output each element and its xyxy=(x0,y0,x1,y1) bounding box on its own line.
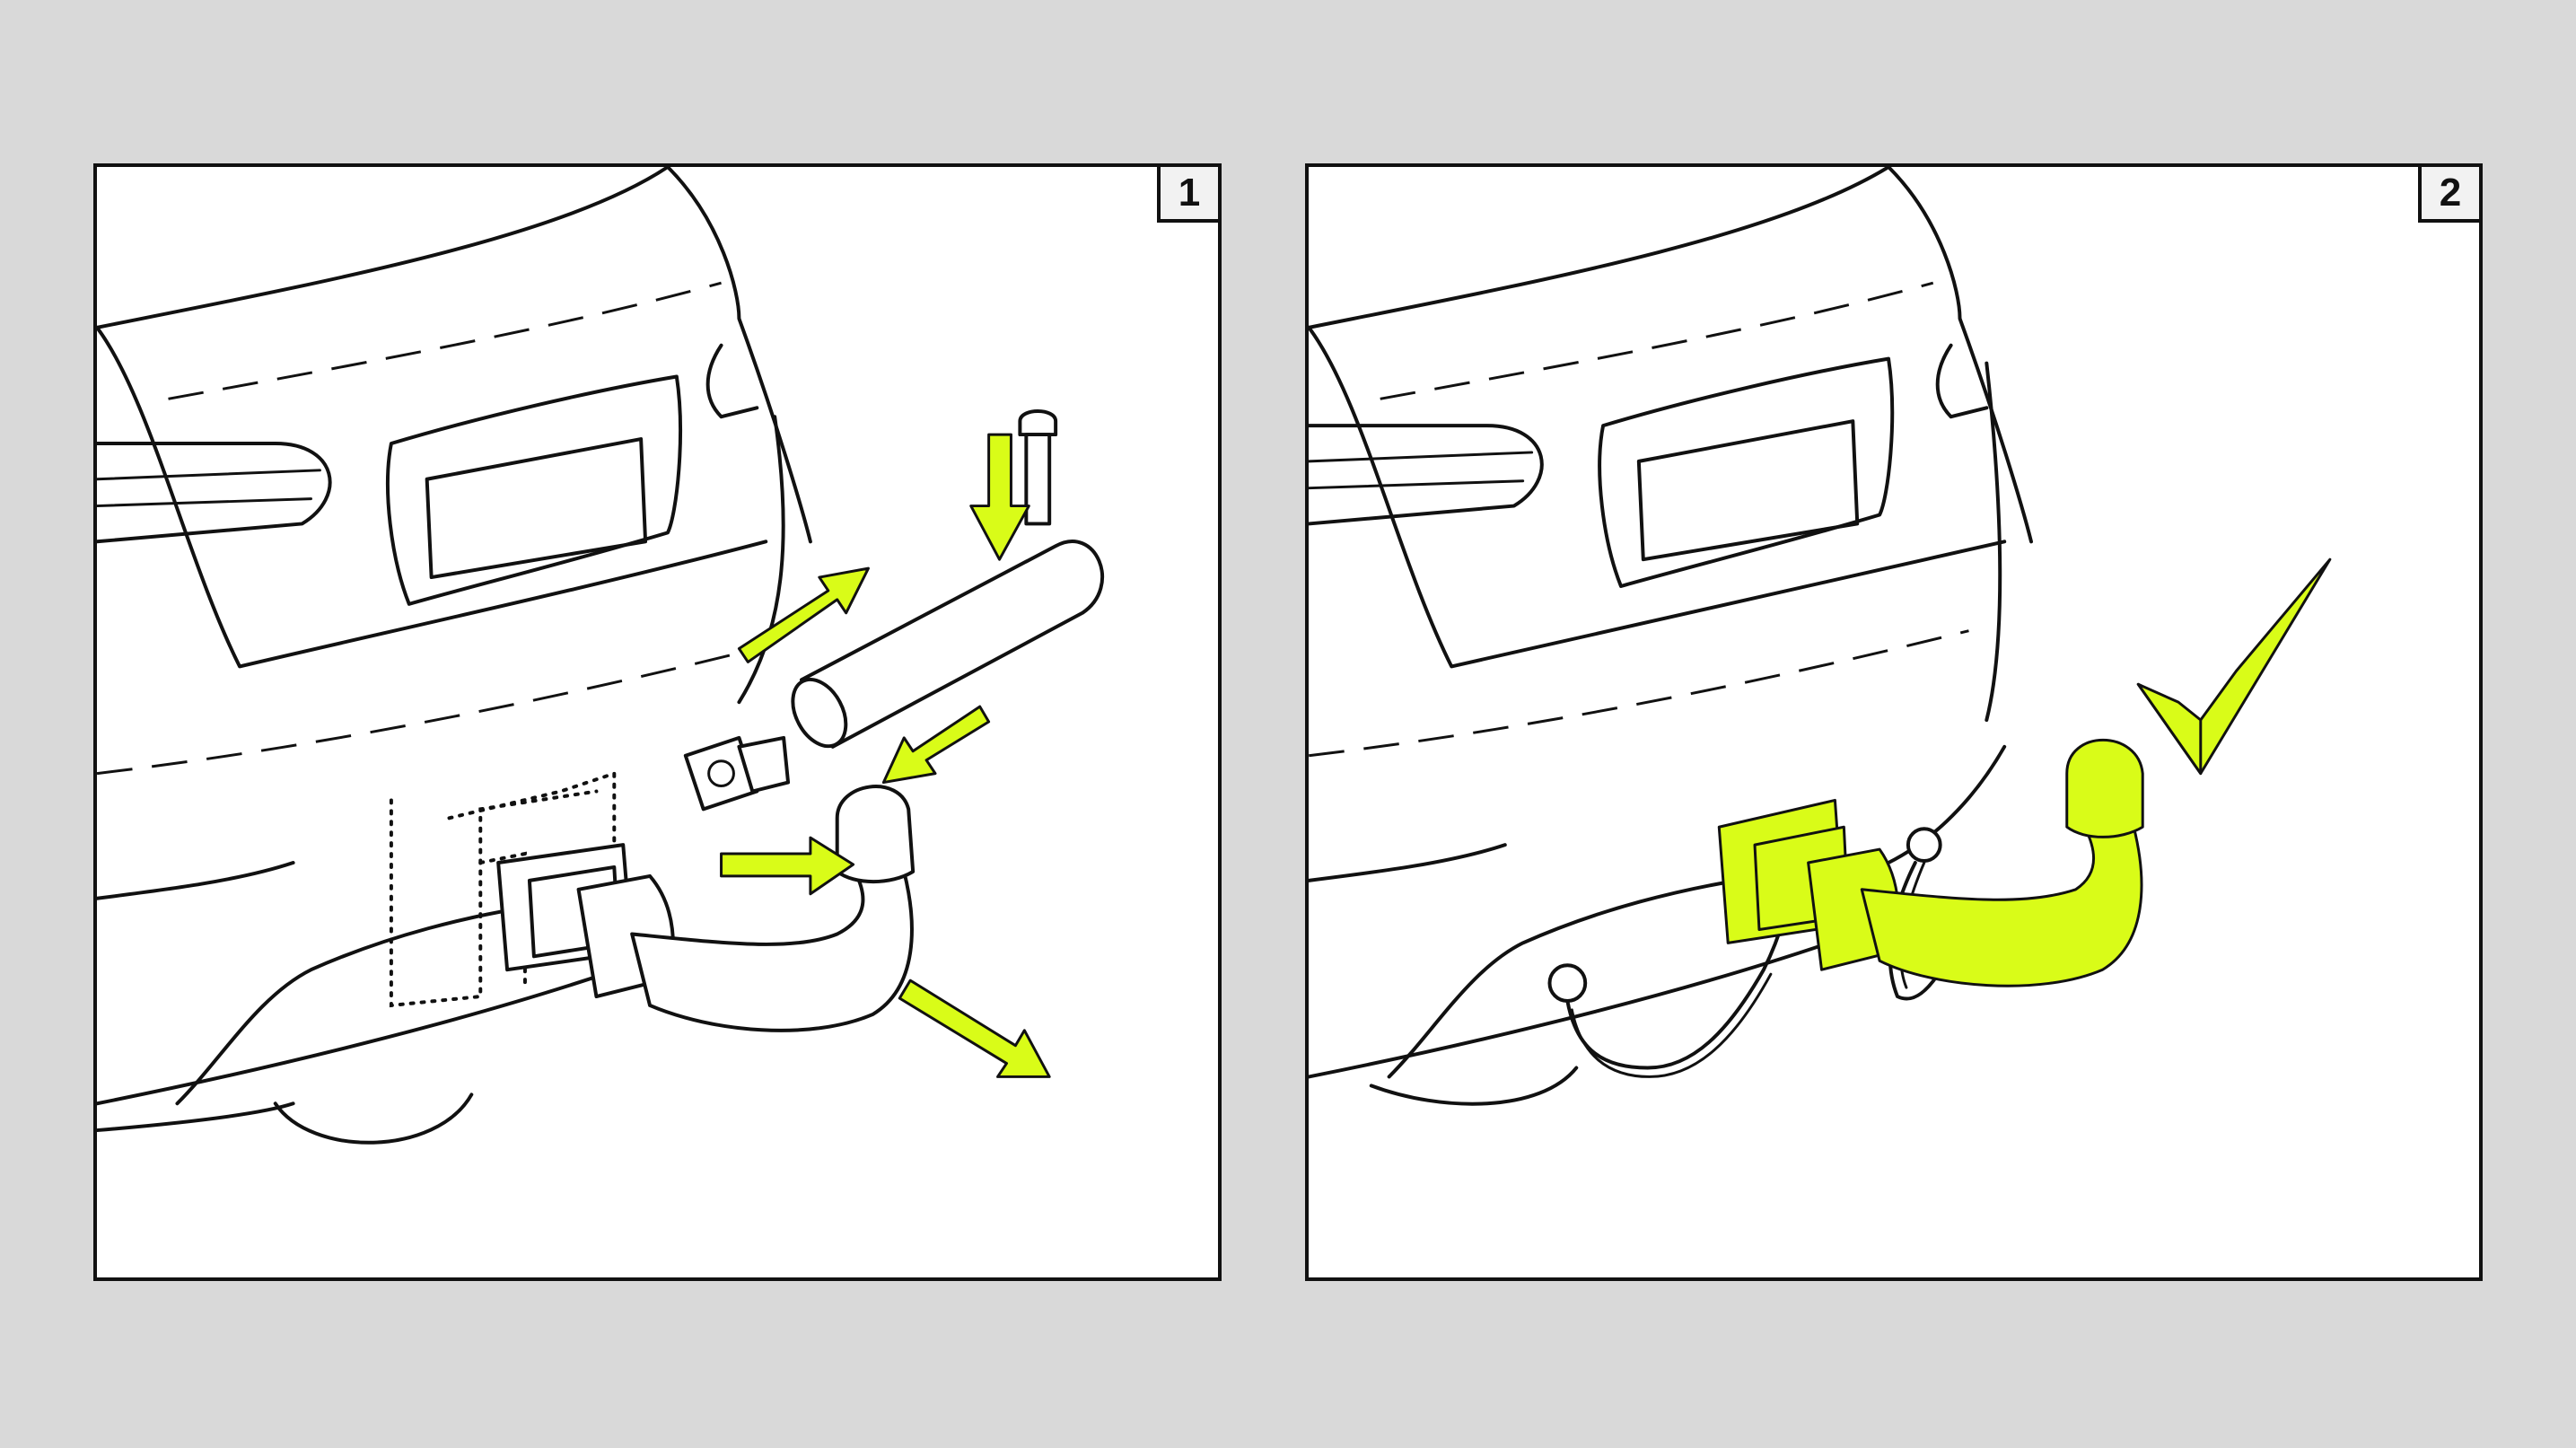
mounting-tube xyxy=(791,540,1105,749)
step-1-panel: 1 xyxy=(93,163,1222,1281)
step-number-badge: 1 xyxy=(1157,167,1218,223)
arrow-icon xyxy=(737,566,870,663)
arrow-icon xyxy=(969,433,1030,561)
step-1-illustration xyxy=(97,167,1105,1145)
mounting-nut xyxy=(683,735,791,812)
step-2-illustration xyxy=(1309,167,2332,1106)
checkmark-icon xyxy=(2136,557,2332,776)
mounting-bolt xyxy=(1018,409,1058,526)
car-rear xyxy=(1309,167,2033,1106)
arrow-icon xyxy=(881,705,991,785)
arrow-icon xyxy=(720,836,855,896)
car-rear xyxy=(97,167,812,1145)
step-2-panel: 2 xyxy=(1305,163,2483,1281)
arrow-icon xyxy=(898,978,1051,1078)
tow-hook-part xyxy=(1717,738,2144,987)
tow-hook-part xyxy=(496,785,916,1032)
step-number-badge: 2 xyxy=(2418,167,2479,223)
